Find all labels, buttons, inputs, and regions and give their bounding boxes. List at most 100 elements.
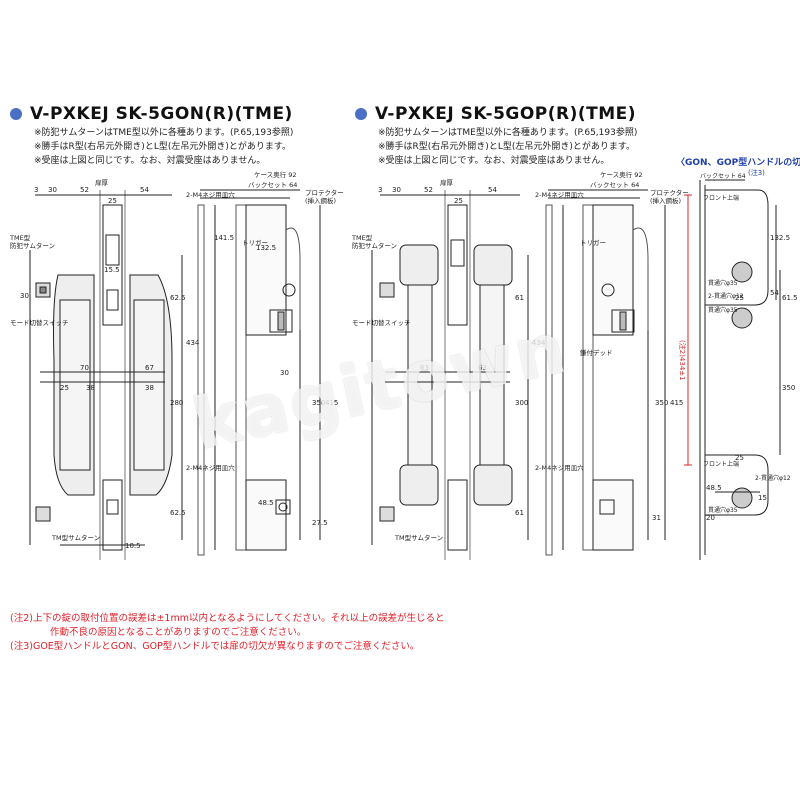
- left-notes: ※防犯サムターンはTME型以外に各種あります。(P.65,193参照) ※勝手は…: [34, 126, 293, 168]
- dim-text: 25: [108, 197, 117, 205]
- right-note-3: ※受座は上図と同じです。なお、対震受座はありません。: [378, 156, 610, 166]
- dim-text: 3: [378, 186, 382, 194]
- dim-text: 280: [170, 399, 183, 407]
- dim-text: 25: [454, 197, 463, 205]
- dim-text: 30: [48, 186, 57, 194]
- tme-label-right-2: 防犯サムターン: [352, 241, 397, 250]
- deadbolt-label: 鎌付デッド: [580, 348, 613, 357]
- tm-thumbturn-label-right: TM型サムターン: [394, 533, 443, 542]
- door-thickness-label: 扉厚: [95, 178, 109, 187]
- screw-label-right-lower: 2-M4ネジ用皿穴: [535, 463, 584, 472]
- side-dim: 350: [782, 384, 795, 392]
- door-thickness-label-right: 扉厚: [440, 178, 454, 187]
- right-title-text: V-PXKEJ SK-5GOP(R)(TME): [375, 104, 637, 124]
- dim-text: 415: [325, 399, 338, 407]
- footer-notes: (注2)上下の錠の取付位置の誤差は±1mm以内となるようにしてください。それ以上…: [10, 612, 445, 654]
- dim-text: 434: [186, 339, 200, 347]
- dim-text: 300: [515, 399, 528, 407]
- protector-label: プロテクター: [305, 188, 344, 197]
- dim-text: 54: [140, 186, 149, 194]
- bullet-icon: [10, 108, 22, 120]
- hole12-label: 2-貫通穴φ12: [708, 292, 744, 300]
- dim-text: 52: [80, 186, 89, 194]
- screw-label-lower: 2-M4ネジ用皿穴: [186, 463, 235, 472]
- dim-text: 63: [478, 364, 487, 372]
- dim-text: 434: [532, 339, 546, 347]
- dim-text: 3: [34, 186, 38, 194]
- dim-text: 52: [424, 186, 433, 194]
- screw-label: 2-M4ネジ用皿穴: [186, 190, 235, 199]
- right-note-2: ※勝手はR型(右吊元外開き)とL型(左吊元外開き)とがあります。: [378, 142, 635, 152]
- side-note-ref: (注3): [748, 169, 765, 177]
- mode-switch-label-right: モード切替スイッチ: [352, 318, 411, 327]
- dim-text: 350: [312, 399, 325, 407]
- side-dim: 54: [770, 289, 779, 297]
- bullet-icon: [355, 108, 367, 120]
- right-front-view: [371, 190, 529, 560]
- side-dim: 15: [758, 494, 767, 502]
- dim-text: 30: [392, 186, 401, 194]
- right-notes: ※防犯サムターンはTME型以外に各種あります。(P.65,193参照) ※勝手は…: [378, 126, 637, 168]
- dim-text: 30: [280, 369, 289, 377]
- note2-vertical-label: (注2)434±1: [678, 340, 687, 381]
- hole35-label-2: 貫通穴φ35: [708, 306, 738, 314]
- dim-text: 62.5: [170, 294, 186, 302]
- dim-text: 30: [20, 292, 29, 300]
- backset-label: バックセット 64: [248, 181, 297, 189]
- right-side-view: [545, 189, 666, 556]
- left-note-3: ※受座は上図と同じです。なお、対震受座はありません。: [34, 156, 266, 166]
- left-note-1: ※防犯サムターンはTME型以外に各種あります。(P.65,193参照): [34, 128, 294, 138]
- dim-text: 25: [60, 384, 69, 392]
- dim-text: 27.5: [312, 519, 328, 527]
- dim-text: 31: [652, 514, 661, 522]
- side-title: 〈GON、GOP型ハンドルの切欠図〉: [676, 158, 800, 168]
- case-depth-label: ケース奥行 92: [254, 170, 297, 179]
- dim-text: 61: [515, 509, 524, 517]
- cutout-diagram: [684, 179, 781, 560]
- left-note-2: ※勝手はR型(右吊元外開き)とL型(左吊元外開き)とがあります。: [34, 142, 291, 152]
- dim-text: 132.5: [256, 244, 276, 252]
- tme-label: TME型: [9, 233, 31, 242]
- right-title: V-PXKEJ SK-5GOP(R)(TME): [355, 104, 636, 124]
- dim-text: 54: [488, 186, 497, 194]
- front-top-label: フロント上端: [703, 194, 739, 202]
- footer-note-3: (注3)GOE型ハンドルとGON、GOP型ハンドルでは扉の切欠が異なりますのでご…: [10, 641, 420, 652]
- side-dim: 132.5: [770, 234, 790, 242]
- side-dim: 48.5: [706, 484, 722, 492]
- side-dim: 25: [735, 294, 744, 302]
- left-title-text: V-PXKEJ SK-5GON(R)(TME): [30, 104, 293, 124]
- dim-text: 63: [420, 364, 429, 372]
- screw-label-right: 2-M4ネジ用皿穴: [535, 190, 584, 199]
- dim-text: 62.5: [170, 509, 186, 517]
- dim-text: 67: [145, 364, 154, 372]
- dim-text: 10.5: [125, 542, 141, 550]
- hole12-label-2: 2-貫通穴φ12: [755, 474, 791, 482]
- dim-text: 350: [655, 399, 668, 407]
- side-dim: 25: [735, 454, 744, 462]
- dim-text: 61: [515, 294, 524, 302]
- hole35-label: 貫通穴φ35: [708, 279, 738, 287]
- tme-label-right: TME型: [351, 233, 373, 242]
- tm-thumbturn-label: TM型サムターン: [51, 533, 100, 542]
- front-top-label-2: フロント上端: [703, 460, 739, 468]
- dim-text: 48.5: [258, 499, 274, 507]
- protector-label-right-2: (挿入鋼板): [650, 196, 681, 205]
- left-title: V-PXKEJ SK-5GON(R)(TME): [10, 104, 293, 124]
- side-backset-label: バックセット 64: [700, 173, 746, 180]
- dim-text: 15.5: [104, 266, 120, 274]
- protector-label-right: プロテクター: [650, 188, 689, 197]
- hole35-label-3: 貫通穴φ35: [708, 506, 738, 514]
- dim-text: 70: [80, 364, 89, 372]
- left-side-view: [197, 189, 321, 556]
- dim-text: 38: [145, 384, 154, 392]
- dim-text: 141.5: [214, 234, 234, 242]
- right-note-1: ※防犯サムターンはTME型以外に各種あります。(P.65,193参照): [378, 128, 638, 138]
- dim-text: 38: [86, 384, 95, 392]
- trigger-label: トリガー: [242, 238, 268, 247]
- side-dim: 20: [706, 514, 715, 522]
- dim-text: 415: [670, 399, 683, 407]
- protector-label-2: (挿入鋼板): [305, 196, 336, 205]
- left-front-view: [29, 190, 183, 560]
- mode-switch-label: モード切替スイッチ: [10, 318, 69, 327]
